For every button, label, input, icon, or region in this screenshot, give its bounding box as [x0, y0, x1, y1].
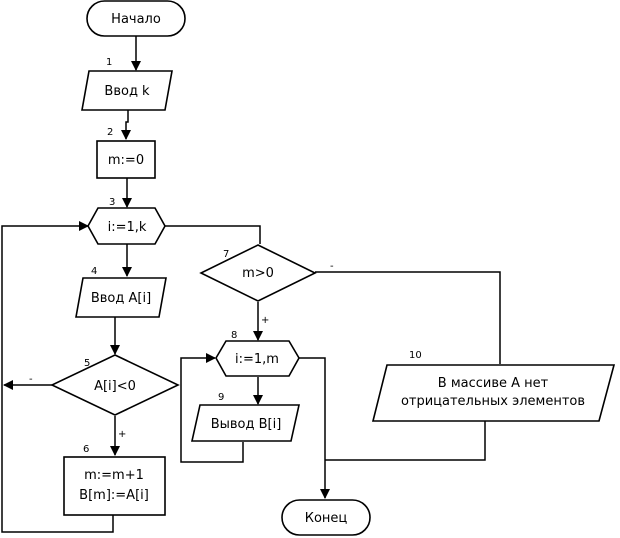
branch-label-cond-ai-no: - — [29, 374, 33, 385]
message-block — [371, 364, 616, 422]
loop-i-block — [87, 207, 166, 245]
loop-back-line — [1, 221, 114, 533]
cond-m-diamond — [199, 244, 317, 302]
output-bi-block — [191, 404, 300, 442]
cond-ai-diamond — [50, 354, 180, 416]
init-m-block — [96, 140, 156, 179]
message-label-line1: В массиве А нет — [438, 376, 549, 391]
block-number-9: 9 — [218, 392, 224, 403]
init-m-label: m:=0 — [108, 153, 144, 168]
branch-label-cond-ai-yes: + — [118, 429, 126, 440]
block-number-3: 3 — [109, 197, 115, 208]
block-number-4: 4 — [91, 266, 97, 277]
cond-m-no-line — [315, 271, 501, 364]
arrow-input-to-init — [121, 110, 131, 140]
input-k-block — [81, 70, 173, 111]
message-to-end-line — [325, 421, 486, 461]
inner-loop-back-line — [180, 353, 244, 463]
block-number-6: 6 — [83, 444, 89, 455]
input-ai-block — [75, 277, 167, 318]
assign-label-line1: m:=m+1 — [84, 468, 144, 483]
branch-label-cond-m-no: - — [330, 261, 334, 272]
branch-label-cond-m-yes: + — [261, 315, 269, 326]
loop-out-label: i:=1,m — [235, 352, 279, 367]
block-number-7: 7 — [223, 249, 229, 260]
arrow-loop-out-to-end — [299, 357, 330, 499]
block-number-1: 1 — [106, 57, 112, 68]
assign-block — [63, 456, 166, 516]
input-k-label: Ввод k — [104, 84, 150, 99]
cond-m-label: m>0 — [242, 266, 274, 281]
loop-i-label: i:=1,k — [108, 220, 147, 235]
input-ai-label: Ввод A[i] — [91, 291, 151, 306]
loop-out-block — [215, 340, 300, 377]
block-number-2: 2 — [107, 127, 113, 138]
output-bi-label: Вывод B[i] — [211, 417, 282, 432]
start-label: Начало — [111, 12, 161, 27]
start-terminal — [86, 0, 186, 37]
message-label-line2: отрицательных элементов — [401, 394, 585, 409]
cond-ai-label: A[i]<0 — [94, 379, 136, 394]
end-terminal — [281, 499, 371, 536]
block-number-10: 10 — [409, 350, 422, 361]
assign-label-line2: B[m]:=A[i] — [79, 488, 149, 503]
block-number-5: 5 — [84, 358, 90, 369]
block-number-8: 8 — [231, 330, 237, 341]
loop-exit-line — [165, 225, 261, 244]
end-label: Конец — [305, 511, 348, 526]
